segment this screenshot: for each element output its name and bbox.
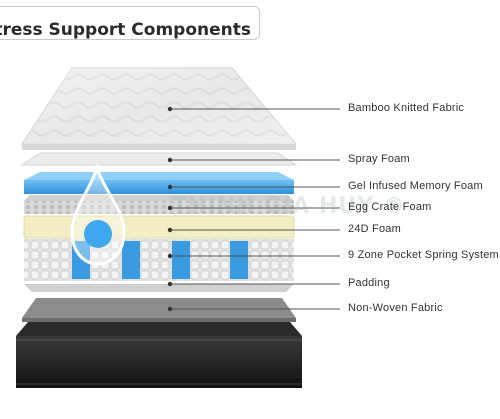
label-gel-memory-foam: Gel Infused Memory Foam [348, 180, 483, 192]
layer-bamboo-knitted-fabric [21, 67, 298, 150]
layer-egg-crate-foam [24, 195, 294, 214]
layer-padding [24, 284, 294, 292]
layer-spray-foam [20, 152, 298, 166]
layer-pocket-spring-system [24, 239, 294, 281]
layer-mattress-base [16, 322, 302, 388]
label-24d-foam: 24D Foam [348, 223, 401, 235]
label-non-woven-fabric: Non-Woven Fabric [348, 302, 443, 314]
leader-dots [167, 106, 173, 312]
label-egg-crate-foam: Egg Crate Foam [348, 201, 432, 213]
label-pocket-spring-system: 9 Zone Pocket Spring System [348, 249, 499, 261]
water-drop-icon [70, 163, 126, 266]
diagram-title: ttress Support Components [0, 20, 251, 40]
layer-gel-memory-foam [24, 172, 294, 194]
label-padding: Padding [348, 277, 390, 289]
label-spray-foam: Spray Foam [348, 153, 410, 165]
brand-watermark: THINH GIA HUY ® [172, 194, 406, 219]
layer-24d-foam [23, 215, 295, 239]
label-bamboo-knitted-fabric: Bamboo Knitted Fabric [348, 102, 465, 114]
leader-lines [170, 108, 340, 310]
title-box: ttress Support Components [0, 6, 260, 40]
layer-non-woven-fabric [22, 298, 296, 322]
